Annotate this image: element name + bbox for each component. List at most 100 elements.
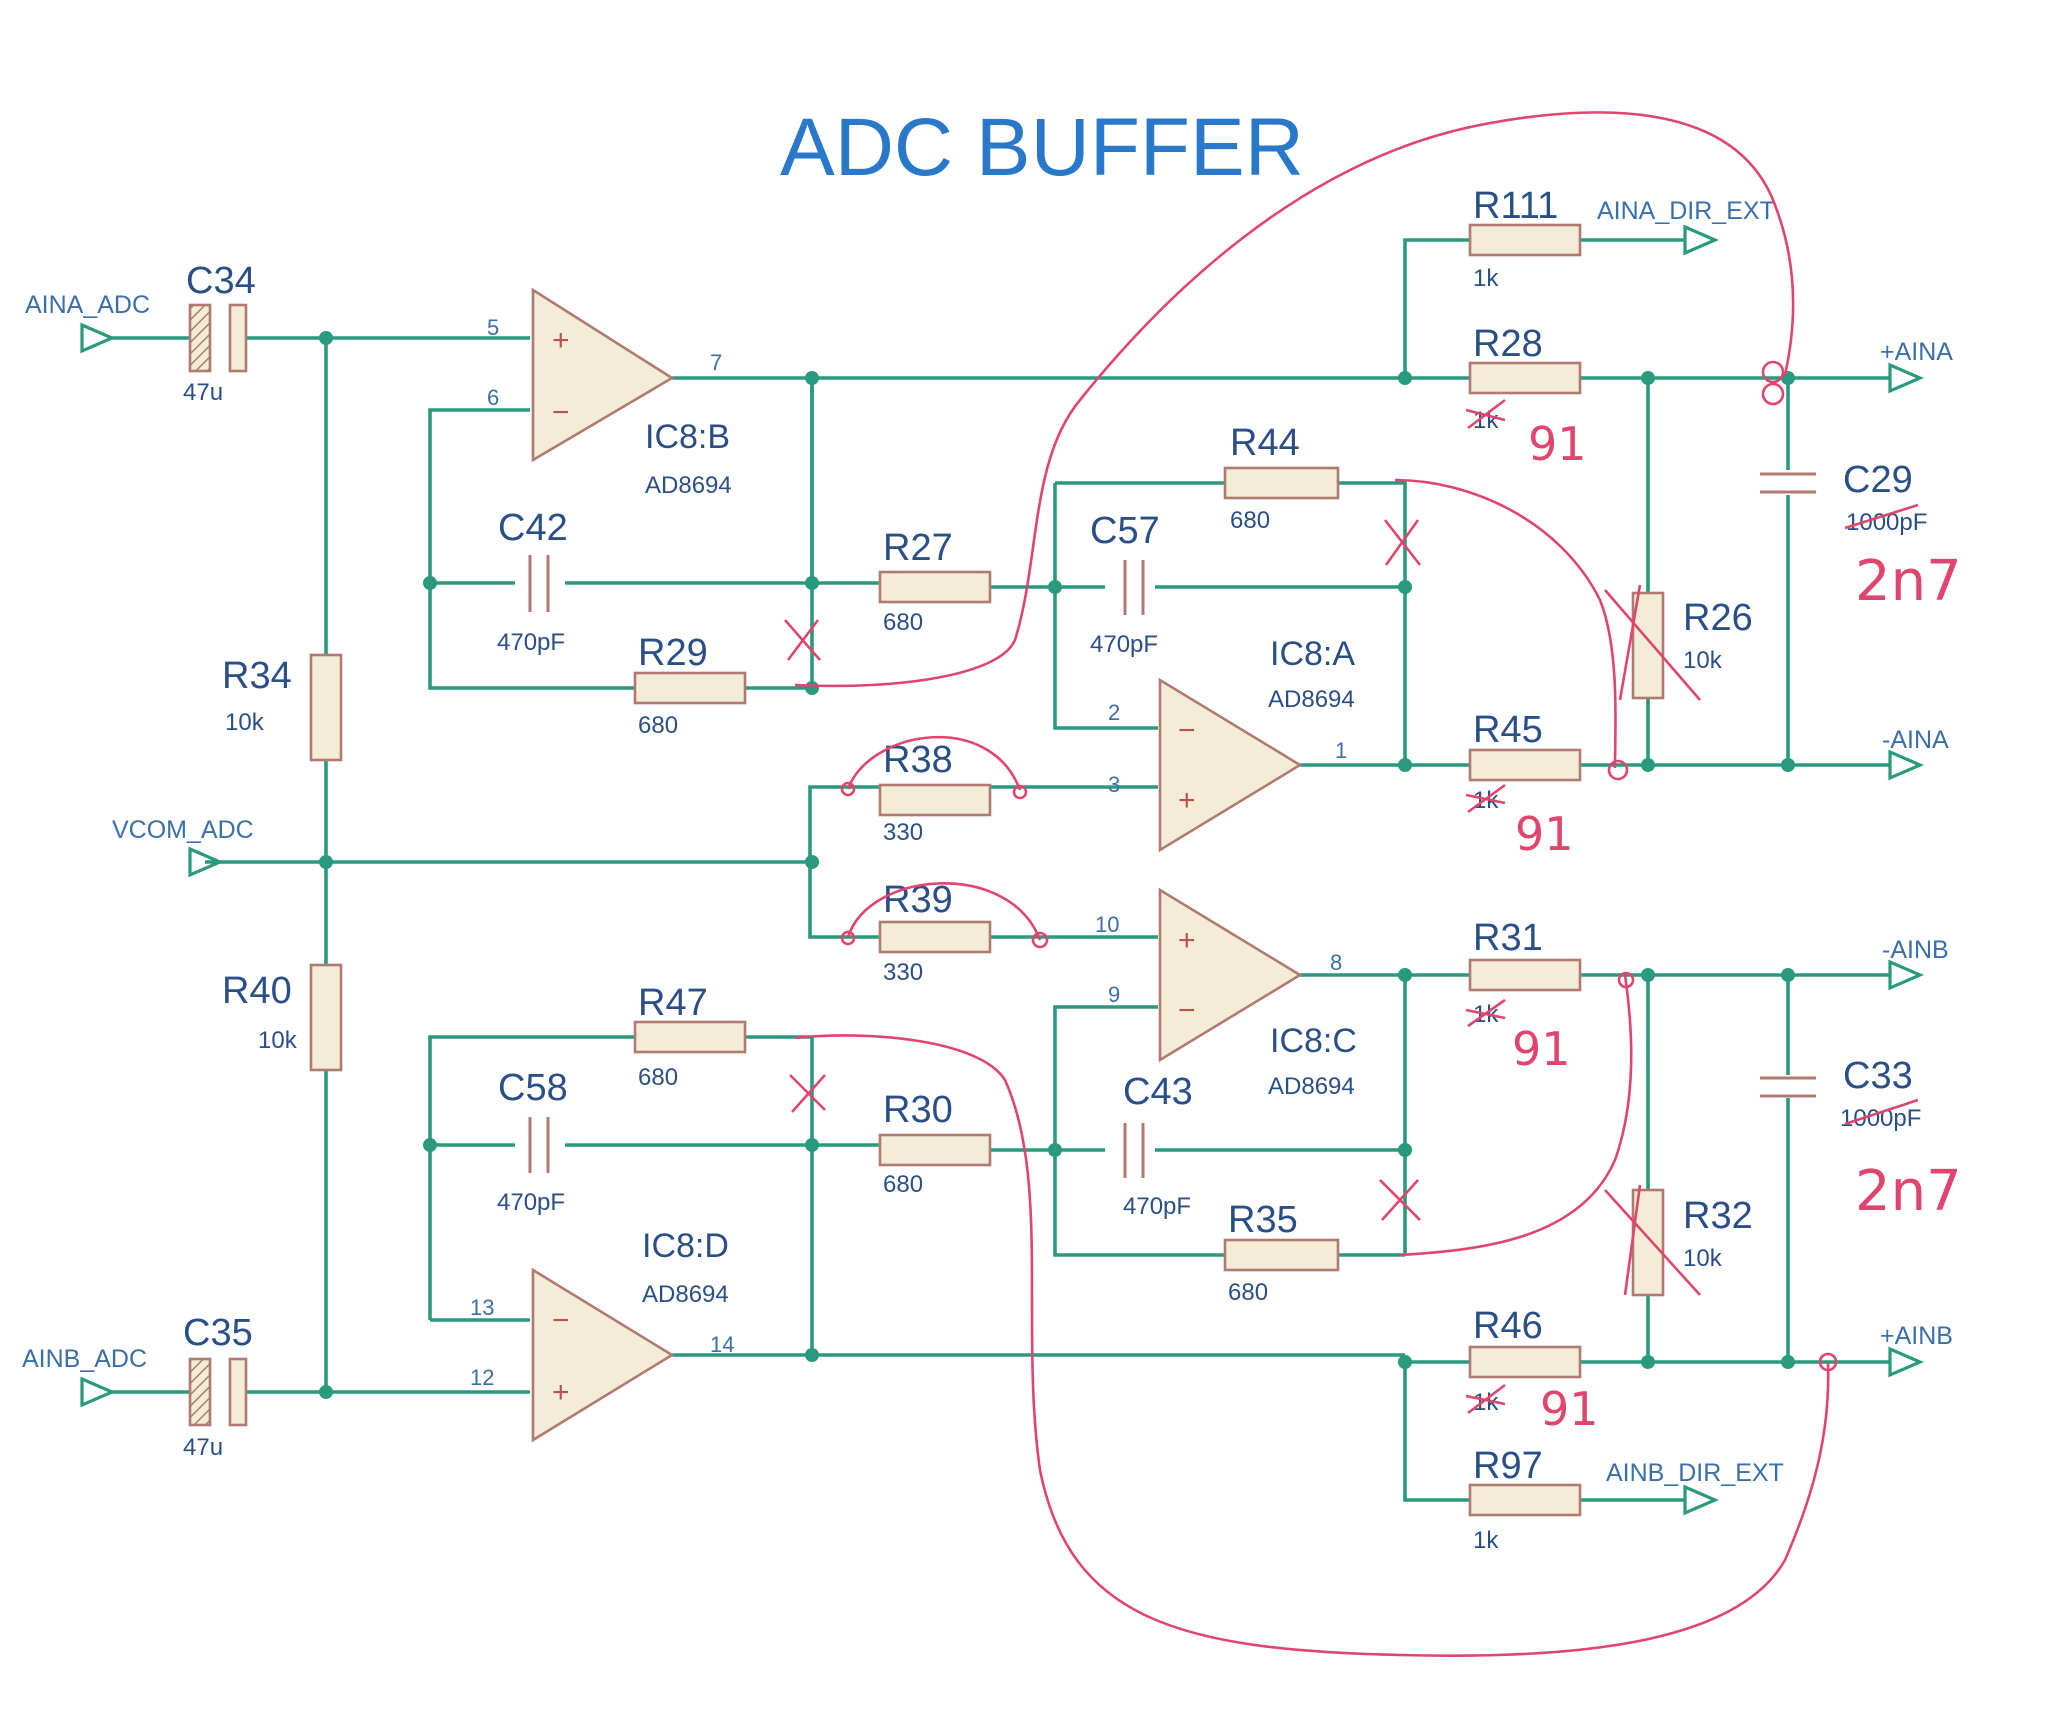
r97-value: 1k bbox=[1473, 1527, 1499, 1554]
c29-new-value: 2n7 bbox=[1855, 549, 1962, 614]
svg-text:−: − bbox=[1178, 994, 1196, 1027]
r45-ref: R45 bbox=[1473, 709, 1543, 751]
redline-r38-bypass bbox=[846, 735, 1022, 791]
r29-value: 680 bbox=[638, 712, 678, 739]
r28-new-value: 91 bbox=[1528, 417, 1587, 471]
net-pos-ainb: +AINB bbox=[1880, 1322, 1953, 1350]
r111-value: 1k bbox=[1473, 265, 1499, 292]
r34-ref: R34 bbox=[222, 655, 292, 697]
c42-ref: C42 bbox=[498, 507, 568, 549]
svg-text:+: + bbox=[1178, 784, 1196, 817]
svg-text:+: + bbox=[552, 1376, 570, 1409]
ic8-d-pin-plus: 12 bbox=[470, 1365, 494, 1390]
net-aina-dir-ext: AINA_DIR_EXT bbox=[1597, 197, 1775, 225]
r28-ref: R28 bbox=[1473, 323, 1543, 365]
port-arrows bbox=[80, 224, 1925, 1516]
redline-loop-a bbox=[794, 111, 1795, 688]
r45-new-value: 91 bbox=[1515, 807, 1574, 861]
ic8-c-part: AD8694 bbox=[1268, 1073, 1355, 1100]
junction-dots bbox=[319, 331, 1795, 1399]
ic8-a-pin-out: 1 bbox=[1335, 738, 1347, 763]
ic8-b-ref: IC8:B bbox=[645, 418, 730, 456]
opamp-ic8-b: + − bbox=[531, 287, 675, 463]
r31-new-value: 91 bbox=[1512, 1022, 1571, 1076]
c57-ref: C57 bbox=[1090, 510, 1160, 552]
c58-value: 470pF bbox=[497, 1189, 565, 1216]
svg-text:−: − bbox=[1178, 714, 1196, 747]
r35-value: 680 bbox=[1228, 1279, 1268, 1306]
page-title: ADC BUFFER bbox=[780, 102, 1304, 193]
redline-loop-b bbox=[794, 1034, 1830, 1658]
resistor-bodies bbox=[309, 223, 1665, 1517]
r46-ref: R46 bbox=[1473, 1305, 1543, 1347]
r27-ref: R27 bbox=[883, 527, 953, 569]
ic8-d-pin-out: 14 bbox=[710, 1332, 734, 1357]
ic8-d-ref: IC8:D bbox=[642, 1227, 729, 1265]
net-pos-aina: +AINA bbox=[1880, 338, 1953, 366]
c33-value: 1000pF bbox=[1840, 1105, 1921, 1132]
net-neg-ainb: -AINB bbox=[1882, 936, 1949, 964]
r30-value: 680 bbox=[883, 1171, 923, 1198]
ic8-d-part: AD8694 bbox=[642, 1281, 729, 1308]
c35-value: 47u bbox=[183, 1434, 223, 1461]
r34-value: 10k bbox=[225, 709, 265, 736]
r47-value: 680 bbox=[638, 1064, 678, 1091]
c57-value: 470pF bbox=[1090, 631, 1158, 658]
opamp-ic8-a: − + bbox=[1158, 677, 1303, 853]
c43-ref: C43 bbox=[1123, 1071, 1193, 1113]
svg-text:+: + bbox=[552, 324, 570, 357]
ic8-a-ref: IC8:A bbox=[1270, 635, 1355, 673]
r32-value: 10k bbox=[1683, 1245, 1723, 1272]
ic8-a-part: AD8694 bbox=[1268, 686, 1355, 713]
net-neg-aina: -AINA bbox=[1882, 726, 1949, 754]
r38-value: 330 bbox=[883, 819, 923, 846]
ic8-a-pin-minus: 2 bbox=[1108, 700, 1120, 725]
component-labels: C34 47u C35 47u R34 10k R40 10k C42 470p… bbox=[183, 185, 1927, 1554]
r27-value: 680 bbox=[883, 609, 923, 636]
r44-value: 680 bbox=[1230, 507, 1270, 534]
c34-value: 47u bbox=[183, 379, 223, 406]
c43-value: 470pF bbox=[1123, 1193, 1191, 1220]
ic8-b-pin-out: 7 bbox=[710, 350, 722, 375]
r26-ref: R26 bbox=[1683, 597, 1753, 639]
svg-text:−: − bbox=[552, 396, 570, 429]
svg-text:+: + bbox=[1178, 924, 1196, 957]
net-aina-adc: AINA_ADC bbox=[25, 291, 150, 319]
r44-ref: R44 bbox=[1230, 422, 1300, 464]
net-ainb-adc: AINB_ADC bbox=[22, 1345, 147, 1373]
net-ainb-dir-ext: AINB_DIR_EXT bbox=[1606, 1459, 1784, 1487]
red-annotations bbox=[784, 111, 1919, 1658]
ic8-b-pin-plus: 5 bbox=[487, 315, 499, 340]
redline-r44-r45 bbox=[1394, 478, 1617, 769]
redline-r39-bypass bbox=[846, 882, 1042, 941]
capacitor-symbols bbox=[188, 303, 1816, 1427]
c33-ref: C33 bbox=[1843, 1055, 1913, 1097]
r40-ref: R40 bbox=[222, 970, 292, 1012]
r31-ref: R31 bbox=[1473, 917, 1543, 959]
ic8-b-part: AD8694 bbox=[645, 472, 732, 499]
ic8-b-pin-minus: 6 bbox=[487, 385, 499, 410]
c58-ref: C58 bbox=[498, 1067, 568, 1109]
svg-text:−: − bbox=[552, 1304, 570, 1337]
net-vcom-adc: VCOM_ADC bbox=[112, 816, 254, 844]
ic8-d-pin-minus: 13 bbox=[470, 1295, 494, 1320]
r26-value: 10k bbox=[1683, 647, 1723, 674]
r32-ref: R32 bbox=[1683, 1195, 1753, 1237]
r97-ref: R97 bbox=[1473, 1445, 1543, 1487]
ic8-a-pin-plus: 3 bbox=[1108, 772, 1120, 797]
wires bbox=[112, 238, 1890, 1502]
r40-value: 10k bbox=[258, 1027, 298, 1054]
opamp-ic8-d: − + bbox=[531, 1267, 675, 1443]
ic8-c-pin-minus: 9 bbox=[1108, 982, 1120, 1007]
c34-ref: C34 bbox=[186, 260, 256, 302]
ic8-c-pin-plus: 10 bbox=[1095, 912, 1119, 937]
redline-r35-r31 bbox=[1399, 974, 1633, 1257]
r46-new-value: 91 bbox=[1540, 1382, 1599, 1436]
r29-ref: R29 bbox=[638, 632, 708, 674]
ic8-c-pin-out: 8 bbox=[1330, 950, 1342, 975]
c35-ref: C35 bbox=[183, 1312, 253, 1354]
r30-ref: R30 bbox=[883, 1089, 953, 1131]
r47-ref: R47 bbox=[638, 982, 708, 1024]
opamp-ic8-c: + − bbox=[1158, 887, 1303, 1063]
ic8-c-ref: IC8:C bbox=[1270, 1022, 1357, 1060]
